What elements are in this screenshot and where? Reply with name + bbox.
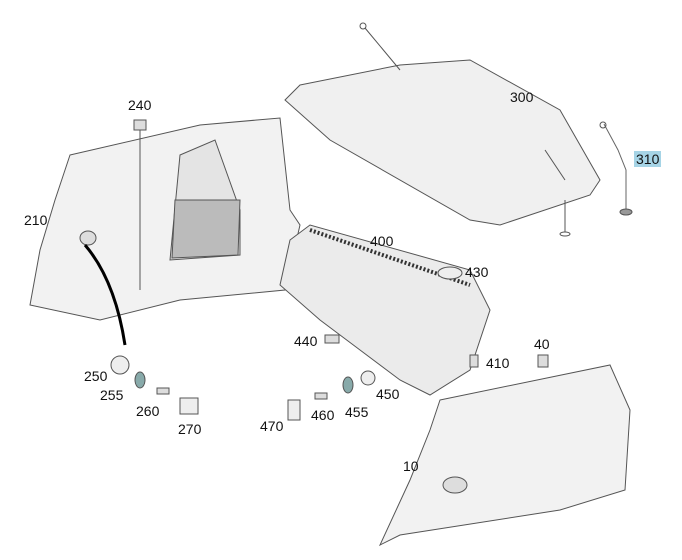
part-label-450[interactable]: 450 — [376, 386, 400, 402]
part-label-250[interactable]: 250 — [84, 368, 108, 384]
part-label-430[interactable]: 430 — [465, 264, 489, 280]
part-label-10[interactable]: 10 — [403, 458, 419, 474]
part-label-240[interactable]: 240 — [128, 97, 152, 113]
part-label-460[interactable]: 460 — [311, 407, 335, 423]
part-label-300[interactable]: 300 — [510, 89, 534, 105]
part-label-440[interactable]: 440 — [294, 333, 318, 349]
part-label-210[interactable]: 210 — [24, 212, 48, 228]
part-label-470[interactable]: 470 — [260, 418, 284, 434]
support-rod-310[interactable] — [599, 121, 633, 216]
side-trim-left-210[interactable] — [29, 117, 301, 346]
part-label-40[interactable]: 40 — [534, 336, 550, 352]
part-label-310[interactable]: 310 — [634, 151, 662, 167]
part-label-260[interactable]: 260 — [136, 403, 160, 419]
part-label-400[interactable]: 400 — [370, 233, 394, 249]
small-parts[interactable] — [110, 334, 479, 421]
rear-panel-400[interactable] — [279, 224, 491, 396]
part-label-255[interactable]: 255 — [100, 387, 124, 403]
part-label-270[interactable]: 270 — [178, 421, 202, 437]
part-label-455[interactable]: 455 — [345, 404, 369, 420]
side-trim-right-10[interactable] — [378, 354, 631, 547]
part-label-410[interactable]: 410 — [486, 355, 510, 371]
parcel-shelf-300[interactable] — [284, 22, 601, 237]
